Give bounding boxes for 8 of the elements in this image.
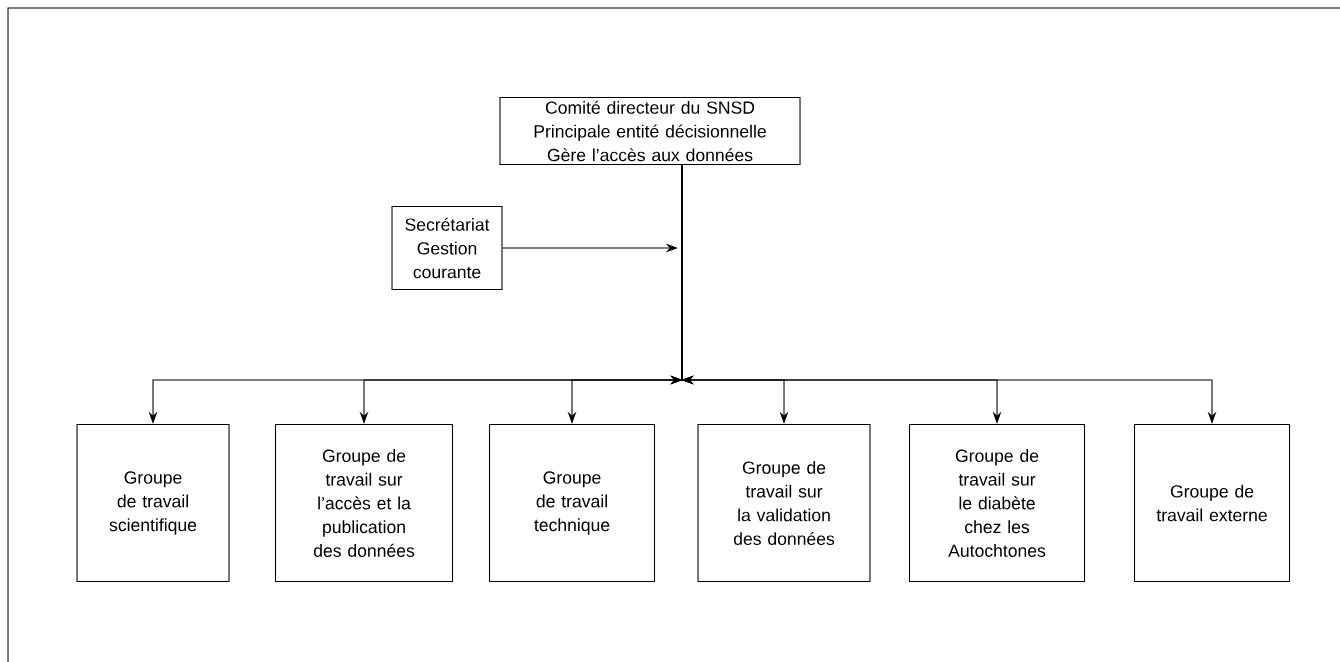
process-box: Groupe de travail externe [1134,424,1291,583]
process-box: Groupe de travail scientifique [76,424,230,583]
committee-box: Comité directeur du SNSD Principale entité décisionnelle Gère l’accès aux données [499,96,801,166]
process-box: Secrétariat Gestion courante [391,205,503,291]
process-box: Groupe de travail sur l’accès et la publication des données [275,424,454,583]
process-box: Groupe de travail sur le diabète chez les Autochtones [909,424,1086,583]
process-box: Groupe de travail sur la validation des données [697,424,871,583]
process-box: Groupe de travail technique [489,424,656,583]
